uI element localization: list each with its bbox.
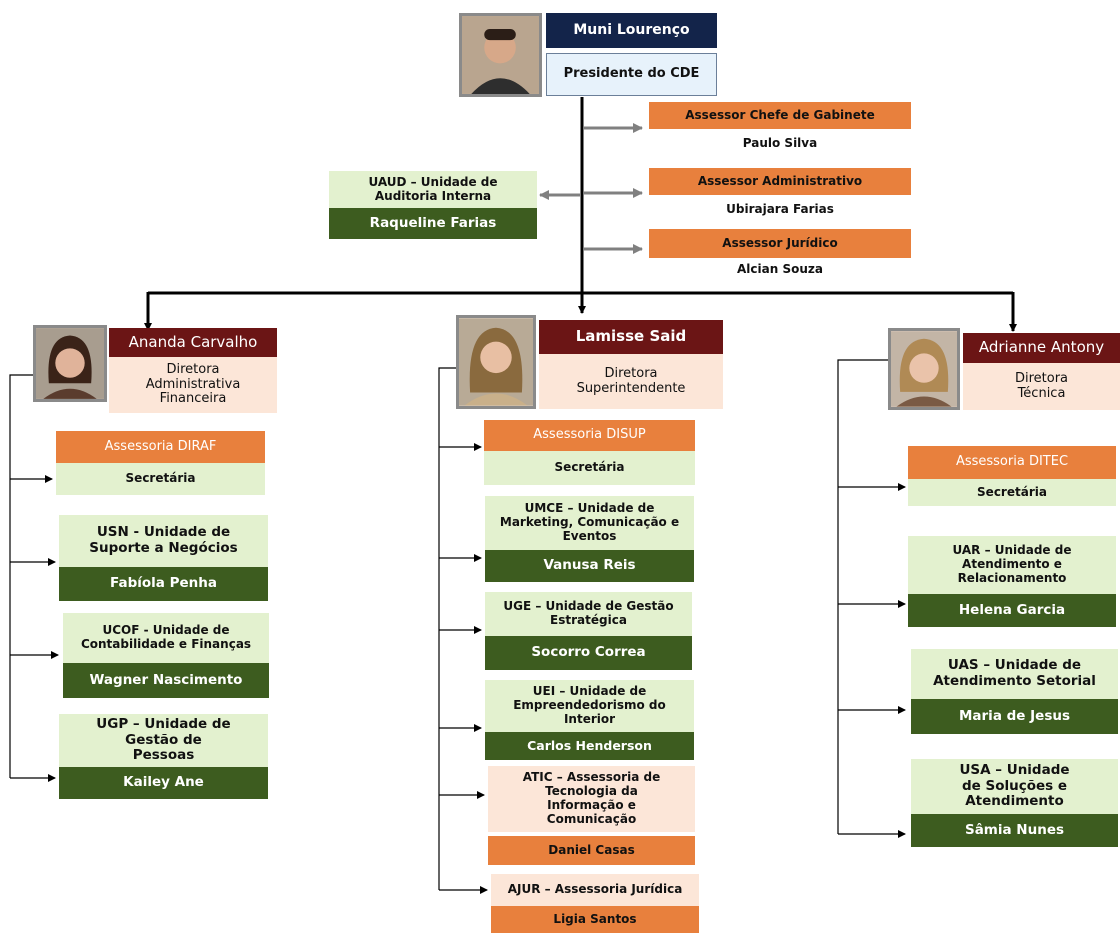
president-role: Presidente do CDE — [546, 53, 717, 96]
center-unit-5-title: AJUR – Assessoria Jurídica — [491, 874, 699, 906]
center-secretaria: Secretária — [484, 451, 695, 485]
left-unit-1-head: Fabíola Penha — [59, 567, 268, 601]
left-unit-3-title: UGP – Unidade de Gestão de Pessoas — [59, 714, 268, 767]
center-unit-1-title: UMCE – Unidade de Marketing, Comunicação… — [485, 496, 694, 550]
right-unit-3-title: USA – Unidade de Soluções e Atendimento — [911, 759, 1118, 814]
advisor-title-chief: Assessor Chefe de Gabinete — [649, 102, 911, 129]
center-unit-5-head: Ligia Santos — [491, 906, 699, 933]
right-unit-2-title: UAS – Unidade de Atendimento Setorial — [911, 649, 1118, 699]
right-assessoria: Assessoria DITEC — [908, 446, 1116, 479]
center-unit-1-head: Vanusa Reis — [485, 550, 694, 582]
left-unit-3-head: Kailey Ane — [59, 767, 268, 799]
left-secretaria: Secretária — [56, 463, 265, 495]
advisor-name-chief: Paulo Silva — [742, 135, 818, 150]
advisor-title-admin: Assessor Administrativo — [649, 168, 911, 195]
audit-unit-title: UAUD – Unidade de Auditoria Interna — [329, 171, 537, 208]
right-unit-2-head: Maria de Jesus — [911, 699, 1118, 734]
advisor-name-admin: Ubirajara Farias — [726, 201, 834, 216]
left-unit-1-title: USN - Unidade de Suporte a Negócios — [59, 515, 268, 567]
right-unit-1-head: Helena Garcia — [908, 594, 1116, 627]
left-assessoria: Assessoria DIRAF — [56, 431, 265, 463]
director-right-role: Diretora Técnica — [963, 363, 1120, 410]
advisor-name-legal: Alcian Souza — [737, 262, 823, 277]
person-portrait-icon — [891, 331, 957, 407]
left-branch-spine — [9, 374, 35, 778]
center-unit-4-head: Daniel Casas — [488, 836, 695, 865]
center-unit-4-title: ATIC – Assessoria de Tecnologia da Infor… — [488, 766, 695, 832]
left-unit-2-head: Wagner Nascimento — [63, 663, 269, 698]
center-unit-3-head: Carlos Henderson — [485, 732, 694, 760]
center-unit-2-head: Socorro Correa — [485, 636, 692, 670]
director-right-photo — [888, 328, 960, 410]
right-unit-3-head: Sâmia Nunes — [911, 814, 1118, 847]
director-left-role: Diretora Administrativa Financeira — [109, 357, 277, 413]
person-portrait-icon — [459, 318, 533, 406]
director-left-photo — [33, 325, 107, 402]
right-branch-spine — [837, 359, 888, 834]
right-unit-1-title: UAR – Unidade de Atendimento e Relaciona… — [908, 536, 1116, 594]
center-unit-2-title: UGE – Unidade de Gestão Estratégica — [485, 592, 692, 636]
person-portrait-icon — [462, 16, 539, 94]
right-secretaria: Secretária — [908, 479, 1116, 506]
director-center-photo — [456, 315, 536, 409]
advisor-title-legal: Assessor Jurídico — [649, 229, 911, 258]
president-photo — [459, 13, 542, 97]
director-center-name: Lamisse Said — [539, 320, 723, 354]
center-branch-spine — [438, 367, 458, 890]
director-center-role: Diretora Superintendente — [539, 354, 723, 409]
director-left-name: Ananda Carvalho — [109, 328, 277, 357]
director-right-name: Adrianne Antony — [963, 333, 1120, 363]
center-assessoria: Assessoria DISUP — [484, 420, 695, 451]
left-unit-2-title: UCOF - Unidade de Contabilidade e Finanç… — [63, 613, 269, 663]
person-portrait-icon — [36, 328, 104, 399]
president-name: Muni Lourenço — [546, 13, 717, 48]
center-unit-3-title: UEI – Unidade de Empreendedorismo do Int… — [485, 680, 694, 732]
audit-unit-head: Raqueline Farias — [329, 208, 537, 239]
